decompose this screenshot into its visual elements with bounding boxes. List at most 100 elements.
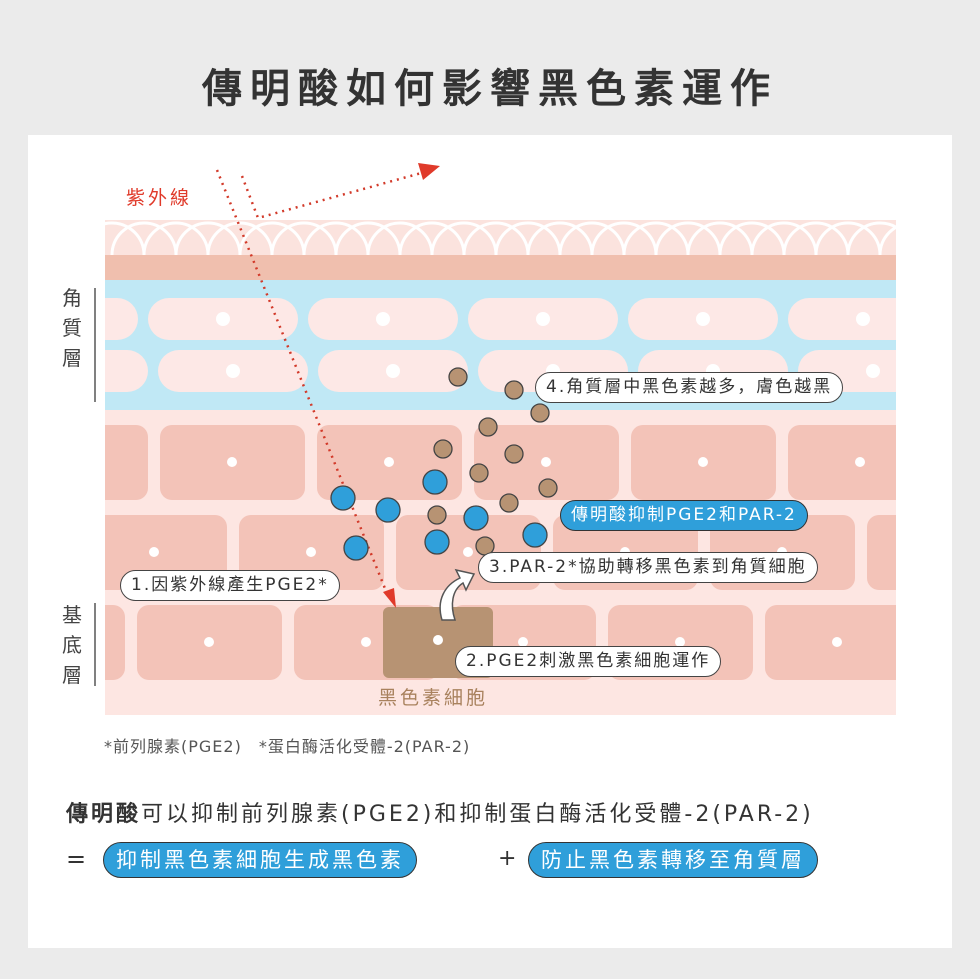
skin-cell (765, 605, 896, 680)
nucleus (384, 457, 394, 467)
scallop-arc (366, 221, 434, 256)
summary-text: 可以抑制前列腺素(PGE2)和抑制蛋白酶活化受體-2(PAR-2) (141, 802, 814, 827)
corneocyte (958, 350, 980, 392)
scallop-arc (622, 221, 690, 256)
nucleus (856, 312, 870, 326)
basal-layer-label: 基底層 (62, 603, 82, 687)
melanocyte-label: 黑色素細胞 (378, 687, 489, 709)
nucleus (698, 457, 708, 467)
scallop-arc (334, 221, 402, 256)
callout-inhibit: 傳明酸抑制PGE2和PAR-2 (560, 500, 808, 531)
scallop-arc (302, 221, 370, 256)
scallop-arc (750, 221, 818, 256)
melanin-granule (504, 444, 524, 464)
tranexamic-acid-dot (422, 469, 448, 495)
callout-step1: 1.因紫外線產生PGE2* (120, 570, 340, 601)
scallop-arc (878, 225, 896, 256)
scallop-arc (398, 221, 466, 256)
scallop-arc (105, 221, 146, 256)
stratum-corneum-label: 角質層 (62, 286, 82, 370)
melanin-granule (530, 403, 550, 423)
callout-step4: 4.角質層中黑色素越多，膚色越黑 (535, 372, 844, 403)
tranexamic-acid-dot (375, 497, 401, 523)
scallop-arc (654, 221, 722, 256)
corneocyte (948, 298, 980, 340)
tranexamic-acid-dot (424, 529, 450, 555)
scallop-arc (718, 221, 786, 256)
nucleus (541, 457, 551, 467)
scallop-arc (462, 221, 530, 256)
scallop-arc (494, 221, 562, 256)
skin-cell (788, 425, 896, 500)
callout-step2: 2.PGE2刺激黑色素細胞運作 (455, 646, 722, 677)
nucleus (386, 364, 400, 378)
scallop-arc (110, 221, 178, 256)
nucleus (70, 457, 80, 467)
result-pill-2: 防止黑色素轉移至角質層 (528, 842, 818, 878)
melanocyte-nucleus (433, 635, 443, 645)
nucleus (227, 457, 237, 467)
footnote: *前列腺素(PGE2) *蛋白酶活化受體-2(PAR-2) (104, 737, 471, 756)
melanin-granule (469, 463, 489, 483)
melanin-granule (538, 478, 558, 498)
result-pill-1: 抑制黑色素細胞生成黑色素 (103, 842, 417, 878)
scallop-arc (174, 221, 242, 256)
scallop-arc (846, 221, 896, 256)
nucleus (832, 637, 842, 647)
tranexamic-acid-dot (330, 485, 356, 511)
corneocyte (788, 298, 896, 340)
melanin-granule (427, 505, 447, 525)
skin-band (105, 255, 896, 280)
melanin-granule (504, 380, 524, 400)
scallop-arc (526, 221, 594, 256)
nucleus (47, 637, 57, 647)
scallop-arc (590, 221, 658, 256)
nucleus (866, 364, 880, 378)
scallop-arc (814, 221, 882, 256)
nucleus (226, 364, 240, 378)
scallop-arc (206, 221, 274, 256)
uv-ray-reflected (240, 170, 426, 220)
scallop-arc (782, 221, 850, 256)
summary-bold: 傳明酸 (66, 802, 142, 827)
nucleus (536, 312, 550, 326)
scallop-arc (238, 221, 306, 256)
skin-cell (105, 605, 125, 680)
scallop-arc (686, 221, 754, 256)
corneocyte (105, 350, 148, 392)
scallop-arc (142, 221, 210, 256)
nucleus (675, 637, 685, 647)
corneocyte (105, 298, 138, 340)
nucleus (376, 312, 390, 326)
arrowhead (383, 588, 396, 608)
tranexamic-acid-dot (343, 535, 369, 561)
melanin-granule (448, 367, 468, 387)
skin-cell (945, 425, 980, 500)
callout-step3: 3.PAR-2*協助轉移黑色素到角質細胞 (478, 552, 818, 583)
skin-cell (922, 605, 980, 680)
scallop-arc (912, 223, 976, 255)
scallop-arc (430, 221, 498, 256)
skin-cell (105, 425, 148, 500)
nucleus (463, 547, 473, 557)
melanin-granule (433, 439, 453, 459)
nucleus (934, 547, 944, 557)
nucleus (696, 312, 710, 326)
page-title: 傳明酸如何影響黑色素運作 (202, 66, 778, 112)
nucleus (149, 547, 159, 557)
melanin-granule (478, 417, 498, 437)
nucleus (216, 312, 230, 326)
arrowhead (418, 163, 440, 180)
nucleus (306, 547, 316, 557)
uv-label: 紫外線 (126, 187, 193, 209)
equals-sign: = (66, 845, 87, 873)
tranexamic-acid-dot (463, 505, 489, 531)
plus-sign: + (498, 846, 517, 871)
transfer-arrow-icon (439, 568, 476, 621)
scallop-arc (558, 221, 626, 256)
nucleus (204, 637, 214, 647)
melanin-granule (499, 493, 519, 513)
tranexamic-acid-dot (522, 522, 548, 548)
nucleus (855, 457, 865, 467)
